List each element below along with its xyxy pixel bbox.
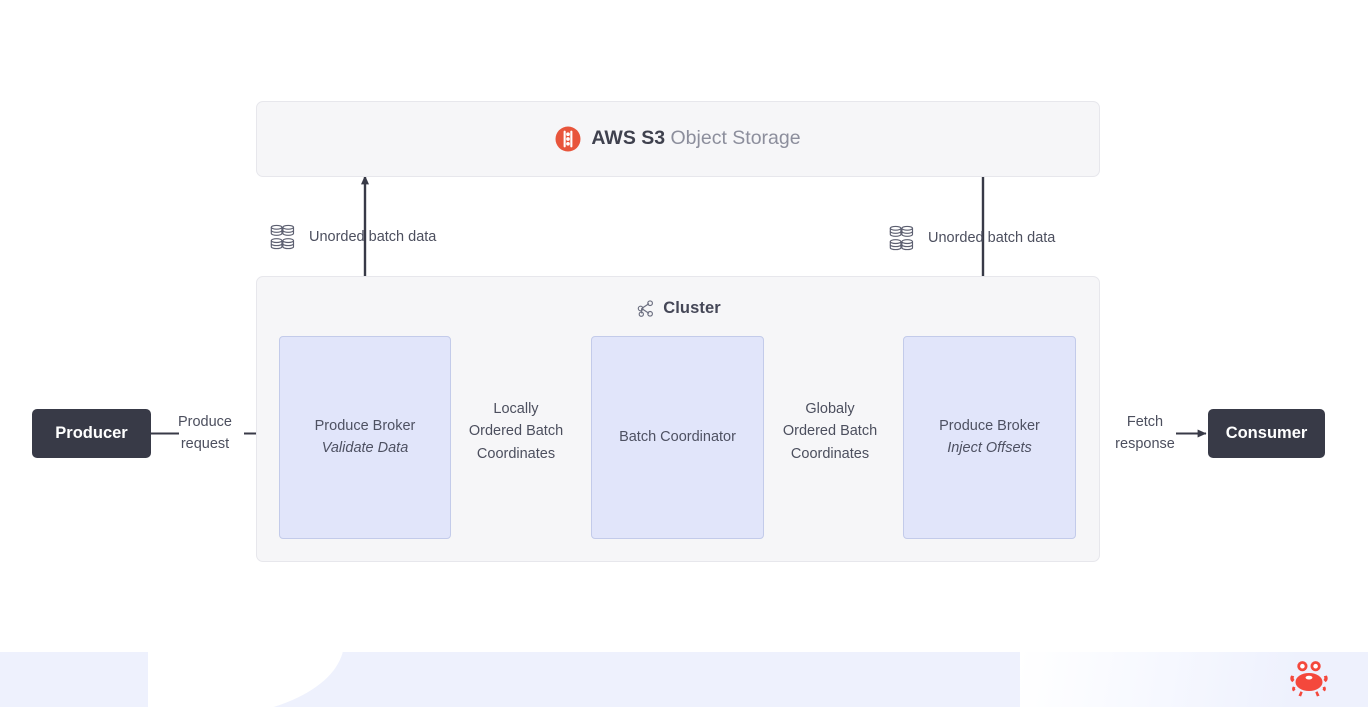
cluster-title: Cluster (663, 299, 721, 317)
aws-s3-title-light: Object Storage (670, 127, 801, 150)
edge-label-line: response (1115, 436, 1175, 453)
edge-label-line: Globaly (805, 401, 855, 417)
crab-logo (1290, 661, 1328, 697)
edge-label-locally-ordered: Locally Ordered Batch Coordinates (452, 398, 580, 465)
database-grid-icon (270, 224, 295, 250)
edge-label-line: Coordinates (790, 445, 870, 462)
store-label-right-text: Unorded batch data (928, 230, 1056, 246)
edge-label-fetch-response: Fetch response (1103, 411, 1187, 456)
edge-label-globaly-ordered: Globaly Ordered Batch Coordinates (766, 398, 894, 465)
store-label-left-text: Unorded batch data (309, 229, 437, 245)
node-batch-coordinator[interactable]: Batch Coordinator (591, 336, 764, 539)
edge-label-line: Coordinates (476, 445, 556, 462)
edge-label-line: Ordered Batch (468, 423, 564, 440)
aws-s3-icon (555, 126, 581, 152)
footer-band (0, 652, 1368, 707)
endpoint-consumer[interactable]: Consumer (1208, 409, 1325, 458)
cluster-header: Cluster (257, 299, 1101, 318)
node-title: Produce Broker (314, 418, 416, 435)
node-produce-broker-inject[interactable]: Produce Broker Inject Offsets (903, 336, 1076, 539)
node-subtitle: Inject Offsets (947, 439, 1032, 456)
endpoint-producer[interactable]: Producer (32, 409, 151, 458)
footer-blob-left (148, 652, 344, 707)
node-title: Produce Broker (939, 418, 1040, 435)
node-produce-broker-validate[interactable]: Produce Broker Validate Data (279, 336, 451, 539)
store-label-right: Unorded batch data (889, 225, 1055, 251)
aws-s3-panel: AWS S3 Object Storage (256, 101, 1100, 177)
cluster-network-icon (637, 300, 654, 317)
endpoint-consumer-label: Consumer (1225, 424, 1308, 442)
node-title: Batch Coordinator (619, 428, 736, 445)
edge-label-line: Locally (493, 401, 539, 417)
edge-label-produce-request: Produce request (160, 411, 250, 456)
aws-s3-title-strong: AWS S3 (591, 127, 666, 150)
edge-label-line: Fetch (1126, 414, 1164, 430)
edge-label-line: Ordered Batch (782, 423, 878, 440)
database-grid-icon (889, 225, 914, 251)
endpoint-producer-label: Producer (55, 424, 128, 442)
edge-label-line: Produce (177, 414, 232, 430)
node-subtitle: Validate Data (321, 439, 409, 456)
aws-s3-title: AWS S3 Object Storage (591, 129, 800, 149)
store-label-left: Unorded batch data (270, 224, 436, 250)
edge-label-line: request (180, 436, 230, 453)
